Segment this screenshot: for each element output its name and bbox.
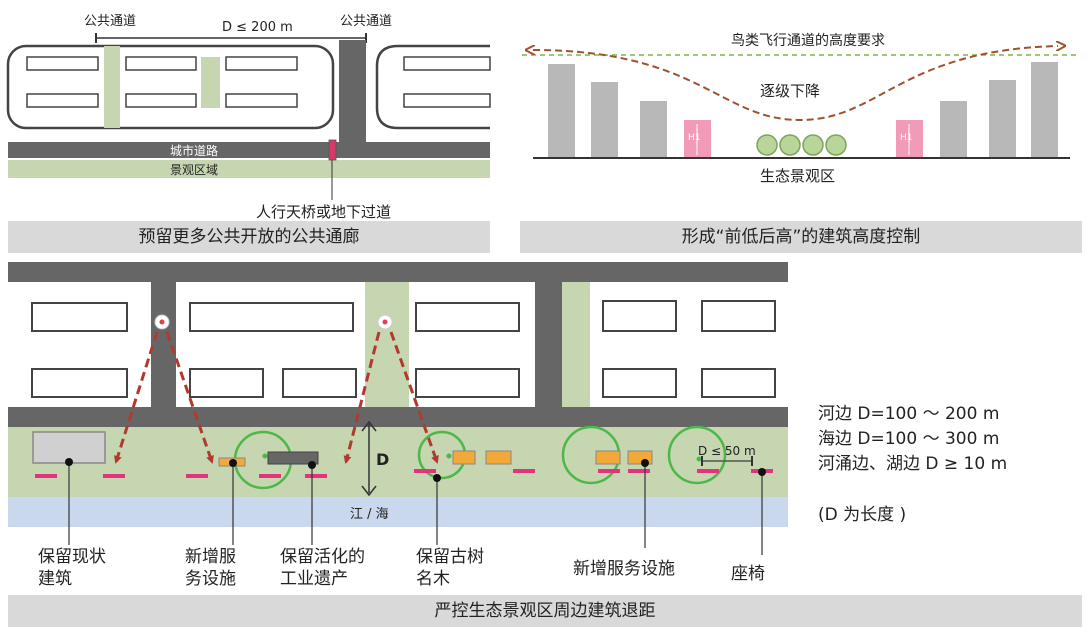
rule-river: 河边 D=100 ～ 200 m <box>818 404 1000 424</box>
d-label: D <box>376 450 390 469</box>
rule-creek: 河涌边、湖边 D ≥ 10 m <box>818 454 1008 474</box>
panel-b-section <box>522 46 1080 159</box>
d50-label: D ≤ 50 m <box>698 444 756 458</box>
city-road-label: 城市道路 <box>170 144 219 158</box>
panel-b-caption: 形成“前低后高”的建筑高度控制 <box>520 221 1082 253</box>
industrial-line2: 工业遗产 <box>280 569 348 589</box>
eco-zone-label: 生态景观区 <box>760 167 836 185</box>
bench-label: 座椅 <box>731 564 765 584</box>
bird-corridor-label: 鸟类飞行通道的高度要求 <box>731 33 885 49</box>
rule-note: (D 为长度 ) <box>818 505 907 525</box>
industrial-line1: 保留活化的 <box>280 547 365 567</box>
new-service-label-a: 新增服 务设施 <box>185 546 236 590</box>
rule-sea: 海边 D=100 ～ 300 m <box>818 429 1000 449</box>
panel-a-plan <box>6 33 491 200</box>
keep-existing-line1: 保留现状 <box>38 547 106 567</box>
setback-rules: 河边 D=100 ～ 200 m 海边 D=100 ～ 300 m 河涌边、湖边… <box>818 402 1007 477</box>
old-tree-label: 保留古树 名木 <box>416 546 484 590</box>
landscape-zone-label: 景观区域 <box>170 163 219 177</box>
old-tree-line1: 保留古树 <box>416 547 484 567</box>
public-passage-label-left: 公共通道 <box>84 14 137 29</box>
keep-existing-line2: 建筑 <box>38 569 72 589</box>
water-label: 江 / 海 <box>350 507 389 522</box>
public-passage-label-right: 公共通道 <box>340 14 393 29</box>
distance-label: D ≤ 200 m <box>220 20 295 35</box>
crossing-label: 人行天桥或地下过道 <box>256 203 392 221</box>
stepped-down-label: 逐级下降 <box>760 82 821 100</box>
h1-label-right: H1 <box>900 133 913 143</box>
panel-c-caption: 严控生态景观区周边建筑退距 <box>8 595 1082 627</box>
new-service-label-b: 新增服务设施 <box>573 559 675 579</box>
new-service-line1: 新增服 <box>185 547 236 567</box>
new-service-line2: 务设施 <box>185 569 236 589</box>
h1-label-left: H1 <box>688 133 701 143</box>
industrial-heritage-label: 保留活化的 工业遗产 <box>280 546 365 590</box>
panel-a-caption: 预留更多公共开放的公共通廊 <box>8 221 490 253</box>
old-tree-line2: 名木 <box>416 569 450 589</box>
panel-c-plan <box>8 262 788 555</box>
keep-existing-label: 保留现状 建筑 <box>38 546 106 590</box>
